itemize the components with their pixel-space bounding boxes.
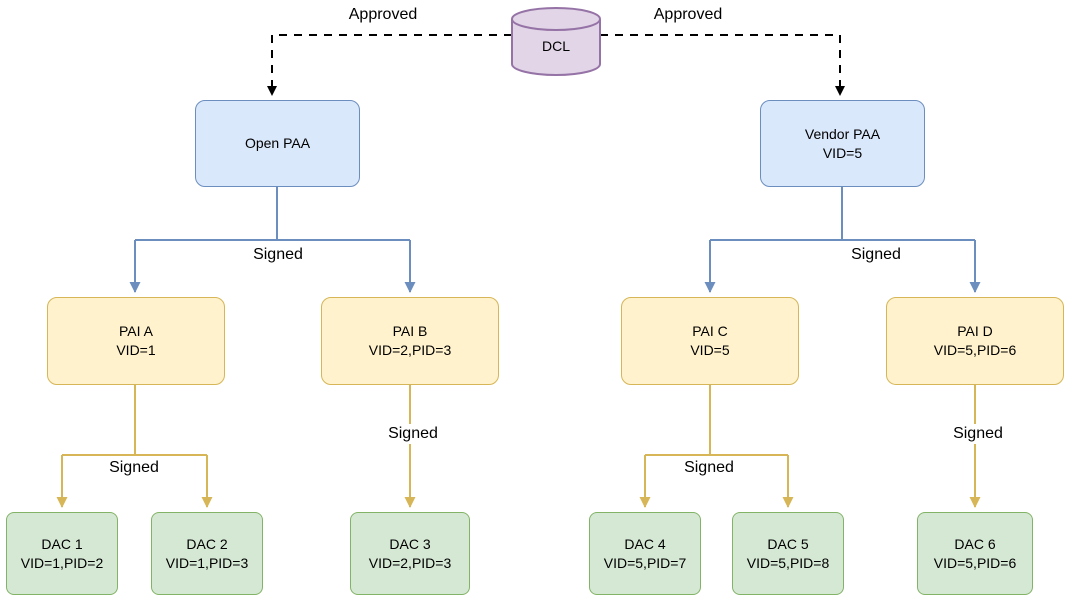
node-pai-d: PAI D VID=5,PID=6 — [886, 297, 1064, 385]
node-subtitle: VID=5,PID=8 — [746, 554, 830, 571]
node-subtitle: VID=5,PID=6 — [933, 342, 1017, 358]
node-subtitle: VID=5,PID=7 — [603, 554, 687, 571]
node-subtitle: VID=1 — [116, 342, 156, 358]
node-subtitle: VID=2,PID=3 — [368, 554, 452, 571]
node-open-paa: Open PAA — [195, 100, 360, 187]
edge-approved-right — [600, 34, 845, 96]
node-vendor-paa: Vendor PAA VID=5 — [760, 100, 925, 187]
edge-vendor-paa-stem — [710, 187, 975, 241]
edge-label-signed-pai-a: Signed — [109, 459, 159, 476]
node-title: DAC 3 — [389, 535, 431, 552]
node-title: PAI B — [392, 323, 428, 339]
node-dac-3: DAC 3 VID=2,PID=3 — [350, 512, 470, 595]
node-subtitle: VID=1,PID=3 — [165, 554, 249, 571]
edge-open-paa-stem — [135, 187, 410, 241]
node-subtitle: VID=5 — [690, 342, 730, 358]
node-pai-b: PAI B VID=2,PID=3 — [321, 297, 499, 385]
edge-label-signed-pai-b: Signed — [377, 424, 449, 444]
node-subtitle: VID=5 — [822, 144, 863, 161]
edge-label-signed-pai-d: Signed — [942, 424, 1014, 444]
edge-pai-a-stem — [62, 385, 207, 456]
edge-label-signed-pai-c: Signed — [684, 459, 734, 476]
node-dac-5: DAC 5 VID=5,PID=8 — [732, 512, 844, 595]
dcl-label: DCL — [541, 38, 570, 54]
node-dac-1: DAC 1 VID=1,PID=2 — [6, 512, 118, 595]
node-title: PAI A — [119, 323, 153, 339]
node-subtitle: VID=1,PID=2 — [20, 554, 104, 571]
node-subtitle: VID=2,PID=3 — [368, 342, 452, 358]
node-title: Vendor PAA — [804, 125, 881, 142]
edge-label-signed-open-paa: Signed — [253, 246, 303, 263]
edge-pai-c-stem — [645, 385, 788, 456]
node-pai-c: PAI C VID=5 — [621, 297, 799, 385]
node-pai-a: PAI A VID=1 — [47, 297, 225, 385]
node-title: PAI C — [692, 323, 728, 339]
node-title: DAC 5 — [767, 535, 809, 552]
edge-label-signed-vendor-paa: Signed — [851, 246, 901, 263]
node-dac-2: DAC 2 VID=1,PID=3 — [151, 512, 263, 595]
node-title: Open PAA — [244, 135, 311, 151]
node-title: PAI D — [957, 323, 993, 339]
edge-approved-left — [267, 34, 512, 96]
dcl-cylinder-icon — [511, 6, 601, 77]
node-title: DAC 1 — [41, 535, 83, 552]
node-dac-4: DAC 4 VID=5,PID=7 — [589, 512, 701, 595]
node-subtitle: VID=5,PID=6 — [933, 554, 1017, 571]
node-title: DAC 6 — [954, 535, 996, 552]
node-dac-6: DAC 6 VID=5,PID=6 — [917, 512, 1033, 595]
edge-label-approved-left: Approved — [348, 6, 418, 23]
node-title: DAC 4 — [624, 535, 666, 552]
edge-label-approved-right: Approved — [653, 6, 723, 23]
node-title: DAC 2 — [186, 535, 228, 552]
